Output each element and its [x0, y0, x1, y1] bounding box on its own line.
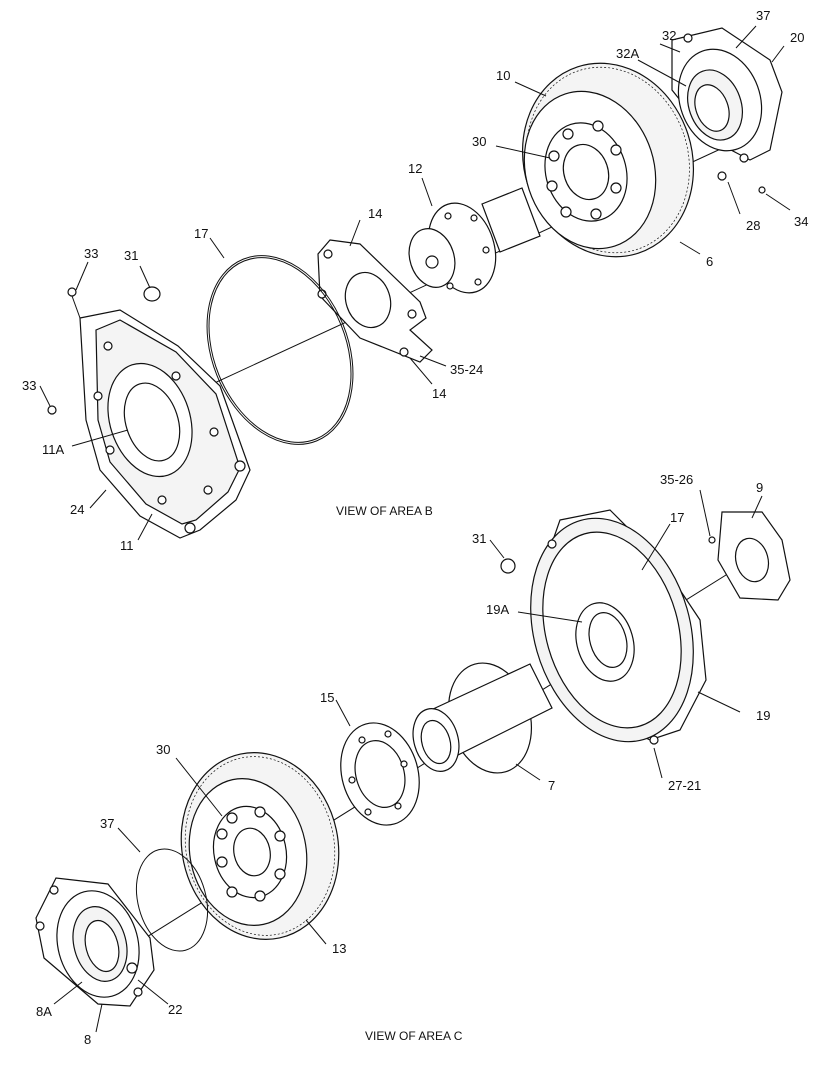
area-c-assembly: [35, 489, 791, 1033]
part-14-plate: [317, 239, 433, 363]
callout-7: 7: [548, 778, 555, 793]
callout-6: 6: [706, 254, 713, 269]
part-37-oring-c: [136, 848, 208, 952]
callout-27-21: 27-21: [668, 778, 701, 793]
callout-37: 37: [756, 8, 770, 23]
callout-11A: 11A: [42, 442, 64, 457]
part-7-sleeve: [412, 662, 553, 774]
callout-20: 20: [790, 30, 804, 45]
callout-35-24: 35-24: [450, 362, 483, 377]
callout-32A: 32A: [616, 46, 639, 61]
caption-area-c: VIEW OF AREA C: [365, 1029, 463, 1043]
part-33-bolt-top: [67, 287, 77, 297]
callout-32: 32: [662, 28, 676, 43]
part-19-cover: [500, 509, 707, 745]
part-17-oring: [206, 255, 354, 445]
part-34-bolt: [758, 186, 766, 194]
callout-9: 9: [756, 480, 763, 495]
callout-8: 8: [84, 1032, 91, 1047]
part-13-gear: [180, 752, 340, 940]
callout-15: 15: [320, 690, 334, 705]
callout-19A: 19A: [486, 602, 509, 617]
callout-30-b: 30: [472, 134, 486, 149]
part-31-washer: [143, 286, 161, 302]
callout-14-bot: 14: [432, 386, 446, 401]
part-11-housing: [47, 286, 251, 539]
callout-31-b: 31: [124, 248, 138, 263]
area-b-assembly: [39, 25, 791, 541]
callout-35-26: 35-26: [660, 472, 693, 487]
callout-12: 12: [408, 161, 422, 176]
callout-33-left: 33: [22, 378, 36, 393]
callout-13: 13: [332, 941, 346, 956]
callout-19: 19: [756, 708, 770, 723]
callout-22: 22: [168, 1002, 182, 1017]
part-9-plate: [708, 511, 791, 601]
part-28-washer: [717, 171, 727, 181]
leaders-area-c: [53, 489, 763, 1033]
leaders-area-b: [39, 25, 791, 541]
part-10-gear: [521, 62, 695, 258]
caption-area-b: VIEW OF AREA B: [336, 504, 433, 518]
part-31-washer-c: [500, 558, 516, 574]
part-20-retainer: [671, 27, 783, 194]
callout-24: 24: [70, 502, 84, 517]
part-15-spacer: [340, 722, 420, 826]
callout-28: 28: [746, 218, 760, 233]
part-12-hub: [408, 187, 541, 294]
part-8-retainer: [35, 877, 155, 1007]
callout-37-c: 37: [100, 816, 114, 831]
part-22-bolt: [126, 962, 138, 974]
part-33-bolt-left: [47, 405, 57, 415]
callout-8A: 8A: [36, 1004, 52, 1019]
callout-31-c: 31: [472, 531, 486, 546]
callout-11: 11: [120, 538, 134, 553]
callout-33-top: 33: [84, 246, 98, 261]
callout-17-b: 17: [194, 226, 208, 241]
callout-10: 10: [496, 68, 510, 83]
callout-34: 34: [794, 214, 808, 229]
callout-17-c: 17: [670, 510, 684, 525]
part-35-26-bolt: [708, 536, 716, 544]
callout-30-c: 30: [156, 742, 170, 757]
callout-14-top: 14: [368, 206, 382, 221]
